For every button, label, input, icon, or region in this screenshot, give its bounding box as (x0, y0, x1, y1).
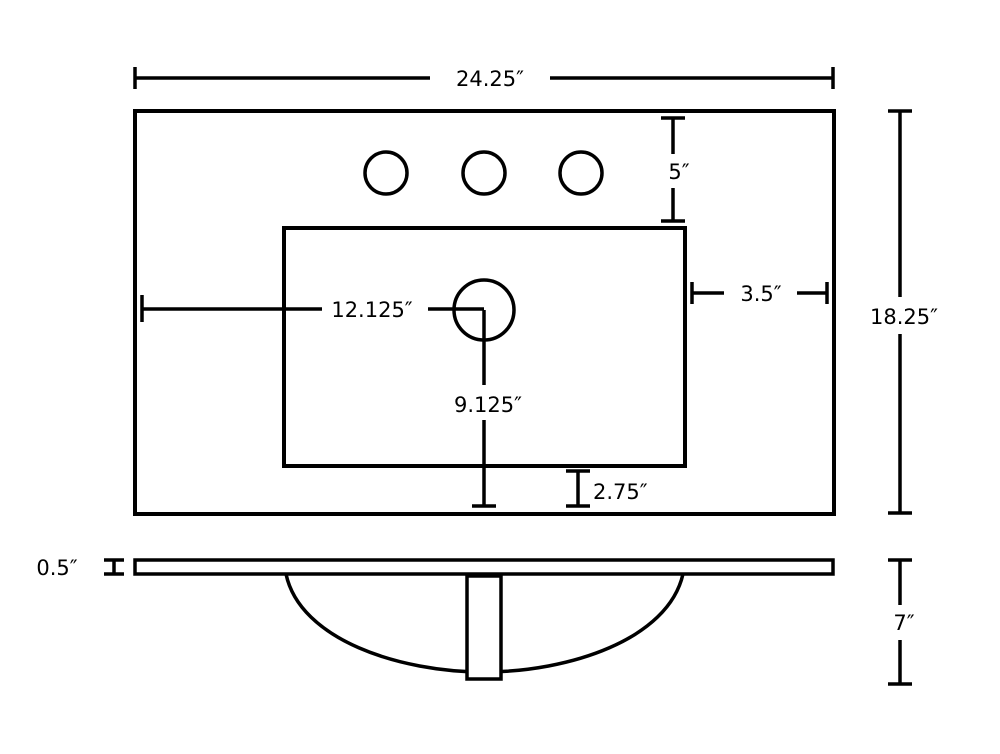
faucet-hole-center (461, 150, 507, 196)
bowl-height-dimension: 7″ (888, 558, 915, 686)
faucet-setback-label: 5″ (668, 160, 689, 184)
top-thickness-label: 0.5″ (36, 556, 77, 580)
faucet-hole-left (363, 150, 409, 196)
top-thickness-dimension: 0.5″ (36, 556, 124, 580)
drain-from-left-dimension: 12.125″ (140, 295, 484, 322)
countertop-outline (133, 109, 836, 516)
bowl-side-offset-dimension: 3.5″ (690, 282, 829, 306)
drain-from-front-dimension: 9.125″ (454, 310, 522, 508)
faucet-holes (363, 150, 604, 196)
bowl-front-offset-dimension: 2.75″ (566, 469, 648, 508)
bowl-front-offset-label: 2.75″ (593, 480, 648, 504)
drain-from-left-label: 12.125″ (331, 298, 412, 322)
overall-width-dimension: 24.25″ (133, 67, 835, 91)
faucet-setback-dimension: 5″ (661, 116, 690, 223)
overall-width-label: 24.25″ (456, 67, 524, 91)
bowl-height-label: 7″ (893, 611, 914, 635)
overall-depth-label: 18.25″ (870, 305, 938, 329)
faucet-hole-right (558, 150, 604, 196)
bowl-side-offset-label: 3.5″ (740, 282, 781, 306)
side-view-drain-tailpiece (465, 574, 503, 681)
overall-depth-dimension: 18.25″ (870, 109, 938, 515)
side-view-top-slab (133, 558, 835, 576)
drain-from-front-label: 9.125″ (454, 393, 522, 417)
